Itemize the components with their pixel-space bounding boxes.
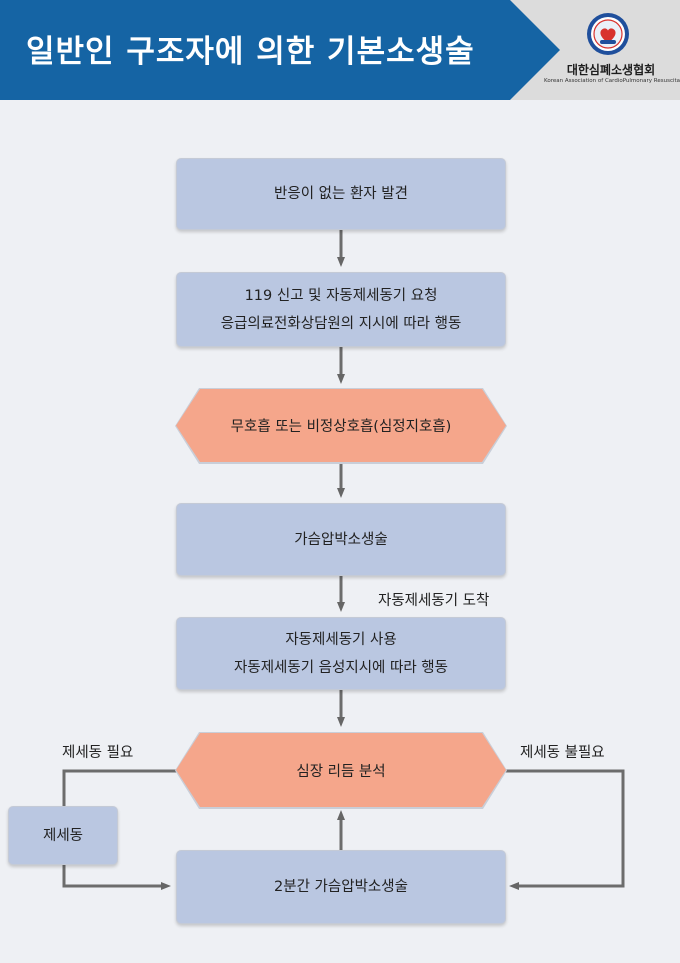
step-two-minute-cpr-label: 2분간 가슴압박소생술	[274, 879, 408, 895]
step-rhythm-analysis: 심장 리듬 분석	[176, 733, 506, 807]
header-bar: 일반인 구조자에 의한 기본소생술 대한심폐소생협회 Korean Associ…	[0, 0, 680, 100]
step-use-aed-line2: 자동제세동기 음성지시에 따라 행동	[234, 659, 448, 676]
arrow-no-shock-step7	[505, 769, 625, 890]
organization-name: 대한심폐소생협회	[566, 63, 656, 77]
shock-needed-label: 제세동 필요	[62, 745, 134, 761]
step-find-unresponsive-label: 반응이 없는 환자 발견	[274, 186, 408, 202]
shock-not-needed-label: 제세동 불필요	[520, 745, 605, 761]
step-two-minute-cpr: 2분간 가슴압박소생술	[176, 850, 506, 924]
header-title-banner	[0, 0, 560, 100]
step-chest-compressions: 가슴압박소생술	[176, 503, 506, 576]
arrow-shock-step7	[62, 865, 171, 890]
step-rhythm-analysis-label: 심장 리듬 분석	[296, 763, 386, 780]
step-use-aed-line1: 자동제세동기 사용	[285, 631, 397, 648]
step-check-breathing: 무호흡 또는 비정상호흡(심정지호흡)	[176, 389, 506, 462]
step-use-aed: 자동제세동기 사용 자동제세동기 음성지시에 따라 행동	[176, 617, 506, 690]
organization-english-name: Korean Association of CardioPulmonary Re…	[544, 78, 680, 84]
step-chest-compressions-label: 가슴압박소생술	[294, 531, 388, 548]
step-defibrillation-label: 제세동	[42, 827, 84, 844]
aed-arrival-label: 자동제세동기 도착	[378, 593, 490, 609]
step-call-119-line1: 119 신고 및 자동제세동기 요청	[244, 287, 438, 304]
step-check-breathing-label: 무호흡 또는 비정상호흡(심정지호흡)	[230, 419, 452, 435]
line-step6-shock	[62, 769, 178, 806]
kacpr-logo-icon	[587, 13, 629, 55]
page-title: 일반인 구조자에 의한 기본소생술	[26, 34, 475, 70]
step-call-119-line2: 응급의료전화상담원의 지시에 따라 행동	[220, 315, 462, 332]
step-call-119: 119 신고 및 자동제세동기 요청 응급의료전화상담원의 지시에 따라 행동	[176, 272, 506, 347]
step-defibrillation: 제세동	[8, 806, 118, 865]
step-find-unresponsive: 반응이 없는 환자 발견	[176, 158, 506, 230]
